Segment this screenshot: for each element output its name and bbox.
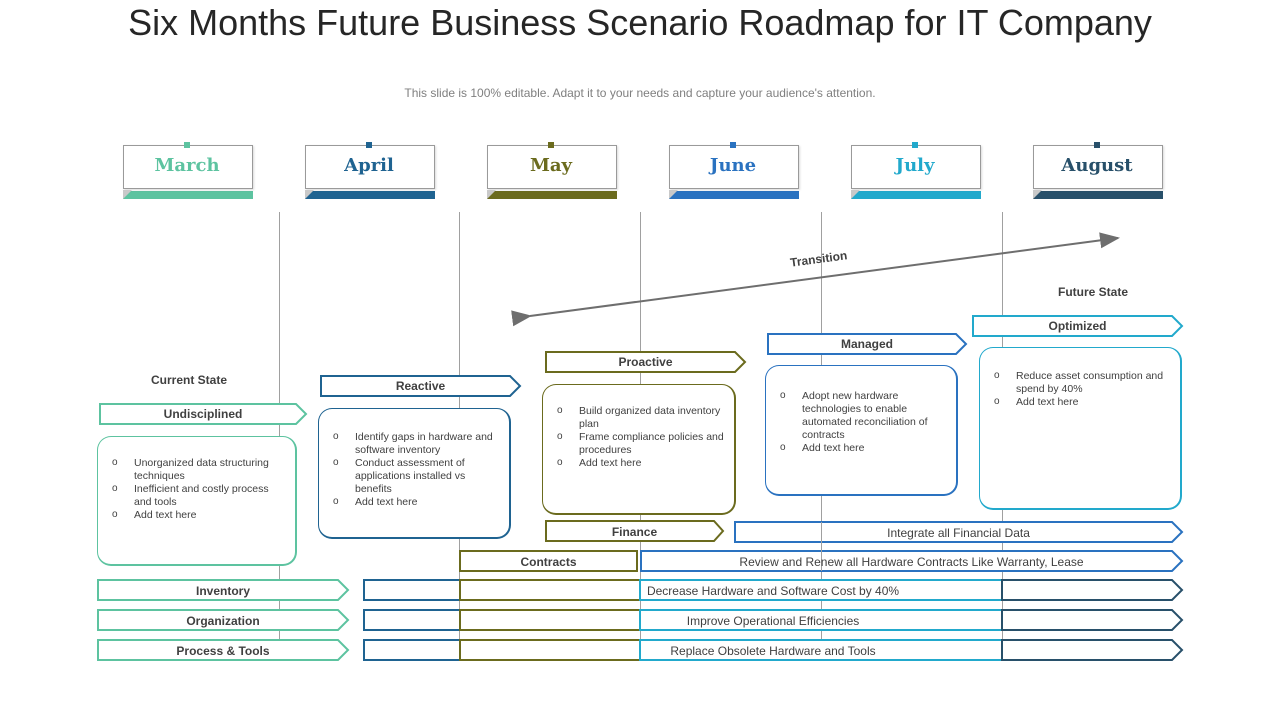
stage-label-managed: Managed [840,337,893,351]
bullet: Add text here [329,495,499,509]
bullet: Add text here [776,441,946,455]
slide-title: Six Months Future Business Scenario Road… [128,2,1152,43]
future-state-label: Future State [1057,285,1128,299]
month-color-bar [305,191,435,199]
stage-bullets-reactive: Identify gaps in hardware and software i… [329,430,499,509]
month-pin [548,142,554,148]
stage-arrow-reactive [320,375,522,397]
month-color-bar [851,191,981,199]
month-color-bar [123,191,253,199]
stage-box-managed: Adopt new hardware technologies to enabl… [765,365,958,496]
month-august: August [1033,142,1163,199]
month-pin [1094,142,1100,148]
month-june: June [669,142,799,199]
month-pin [730,142,736,148]
month-april: April [305,142,435,199]
bullet: Build organized data inventory plan [553,404,724,431]
stage-label-reactive: Reactive [395,379,446,393]
stage-label-undisciplined: Undisciplined [163,407,243,421]
page-fold-icon [1033,190,1042,199]
stage-bullets-optimized: Reduce asset consumption and spend by 40… [990,369,1170,409]
month-label: March [154,155,220,176]
stage-box-optimized: Reduce asset consumption and spend by 40… [979,347,1182,510]
month-label: May [529,155,573,176]
inventory-label: Inventory [195,584,250,598]
page-fold-icon [851,190,860,199]
organization-task: Improve Operational Efficiencies [686,614,860,628]
bullet: Add text here [553,456,724,470]
month-card [305,145,435,189]
contracts-label: Contracts [520,555,577,569]
stage-arrow-optimized [972,315,1184,337]
finance-label: Finance [611,525,658,539]
stage-bullets-undisciplined: Unorganized data structuring techniques … [108,456,285,522]
contracts-task: Review and Renew all Hardware Contracts … [739,555,1084,569]
finance-task: Integrate all Financial Data [887,526,1030,540]
inventory-arrow [97,579,350,601]
month-pin [912,142,918,148]
bullet: Add text here [990,395,1170,409]
page-fold-icon [487,190,496,199]
stage-label-proactive: Proactive [618,355,673,369]
bullet: Reduce asset consumption and spend by 40… [990,369,1170,396]
finance-arrow [545,520,725,542]
month-color-bar [669,191,799,199]
stage-bullets-managed: Adopt new hardware technologies to enabl… [776,389,946,455]
bullet: Add text here [108,508,285,522]
organization-arrow [97,609,350,631]
finance-task-arrow [734,521,1184,543]
month-pin [366,142,372,148]
month-card [851,145,981,189]
stage-arrow-managed [767,333,968,355]
month-march: March [123,142,253,199]
page-fold-icon [123,190,132,199]
month-july: July [851,142,981,199]
month-color-bar [487,191,617,199]
stage-arrow-proactive [545,351,747,373]
transition-arrow [511,232,1120,327]
slide-subtitle: This slide is 100% editable. Adapt it to… [404,86,876,100]
bullet: Inefficient and costly process and tools [108,482,285,509]
bullet: Frame compliance policies and procedures [553,430,724,457]
stage-box-reactive: Identify gaps in hardware and software i… [318,408,511,539]
inventory-seg-august [1001,579,1184,601]
timeline-divider [279,212,280,652]
process-tools-seg-august [1001,639,1184,661]
page-fold-icon [669,190,678,199]
organization-seg-august [1001,609,1184,631]
month-card [487,145,617,189]
bullet: Identify gaps in hardware and software i… [329,430,499,457]
current-state-label: Current State [150,373,227,387]
month-label: July [895,155,935,176]
month-label: August [1061,155,1133,176]
process-tools-arrow [97,639,350,661]
month-may: May [487,142,617,199]
contracts-box [459,550,638,572]
stage-bullets-proactive: Build organized data inventory plan Fram… [553,404,724,470]
inventory-task: Decrease Hardware and Software Cost by 4… [646,584,900,598]
stage-arrow-undisciplined [99,403,308,425]
bullet: Unorganized data structuring techniques [108,456,285,483]
process-tools-task: Replace Obsolete Hardware and Tools [670,644,876,658]
month-card [123,145,253,189]
stage-box-proactive: Build organized data inventory plan Fram… [542,384,736,515]
page-fold-icon [305,190,314,199]
bullet: Adopt new hardware technologies to enabl… [776,389,946,442]
month-pin [184,142,190,148]
stage-box-undisciplined: Unorganized data structuring techniques … [97,436,297,566]
month-label: June [709,155,757,176]
stage-label-optimized: Optimized [1048,319,1107,333]
organization-label: Organization [186,614,260,628]
process-tools-label: Process & Tools [176,644,270,658]
bullet: Conduct assessment of applications insta… [329,456,499,496]
contracts-task-arrow [640,550,1184,572]
month-card [669,145,799,189]
month-color-bar [1033,191,1163,199]
month-label: April [344,155,394,176]
